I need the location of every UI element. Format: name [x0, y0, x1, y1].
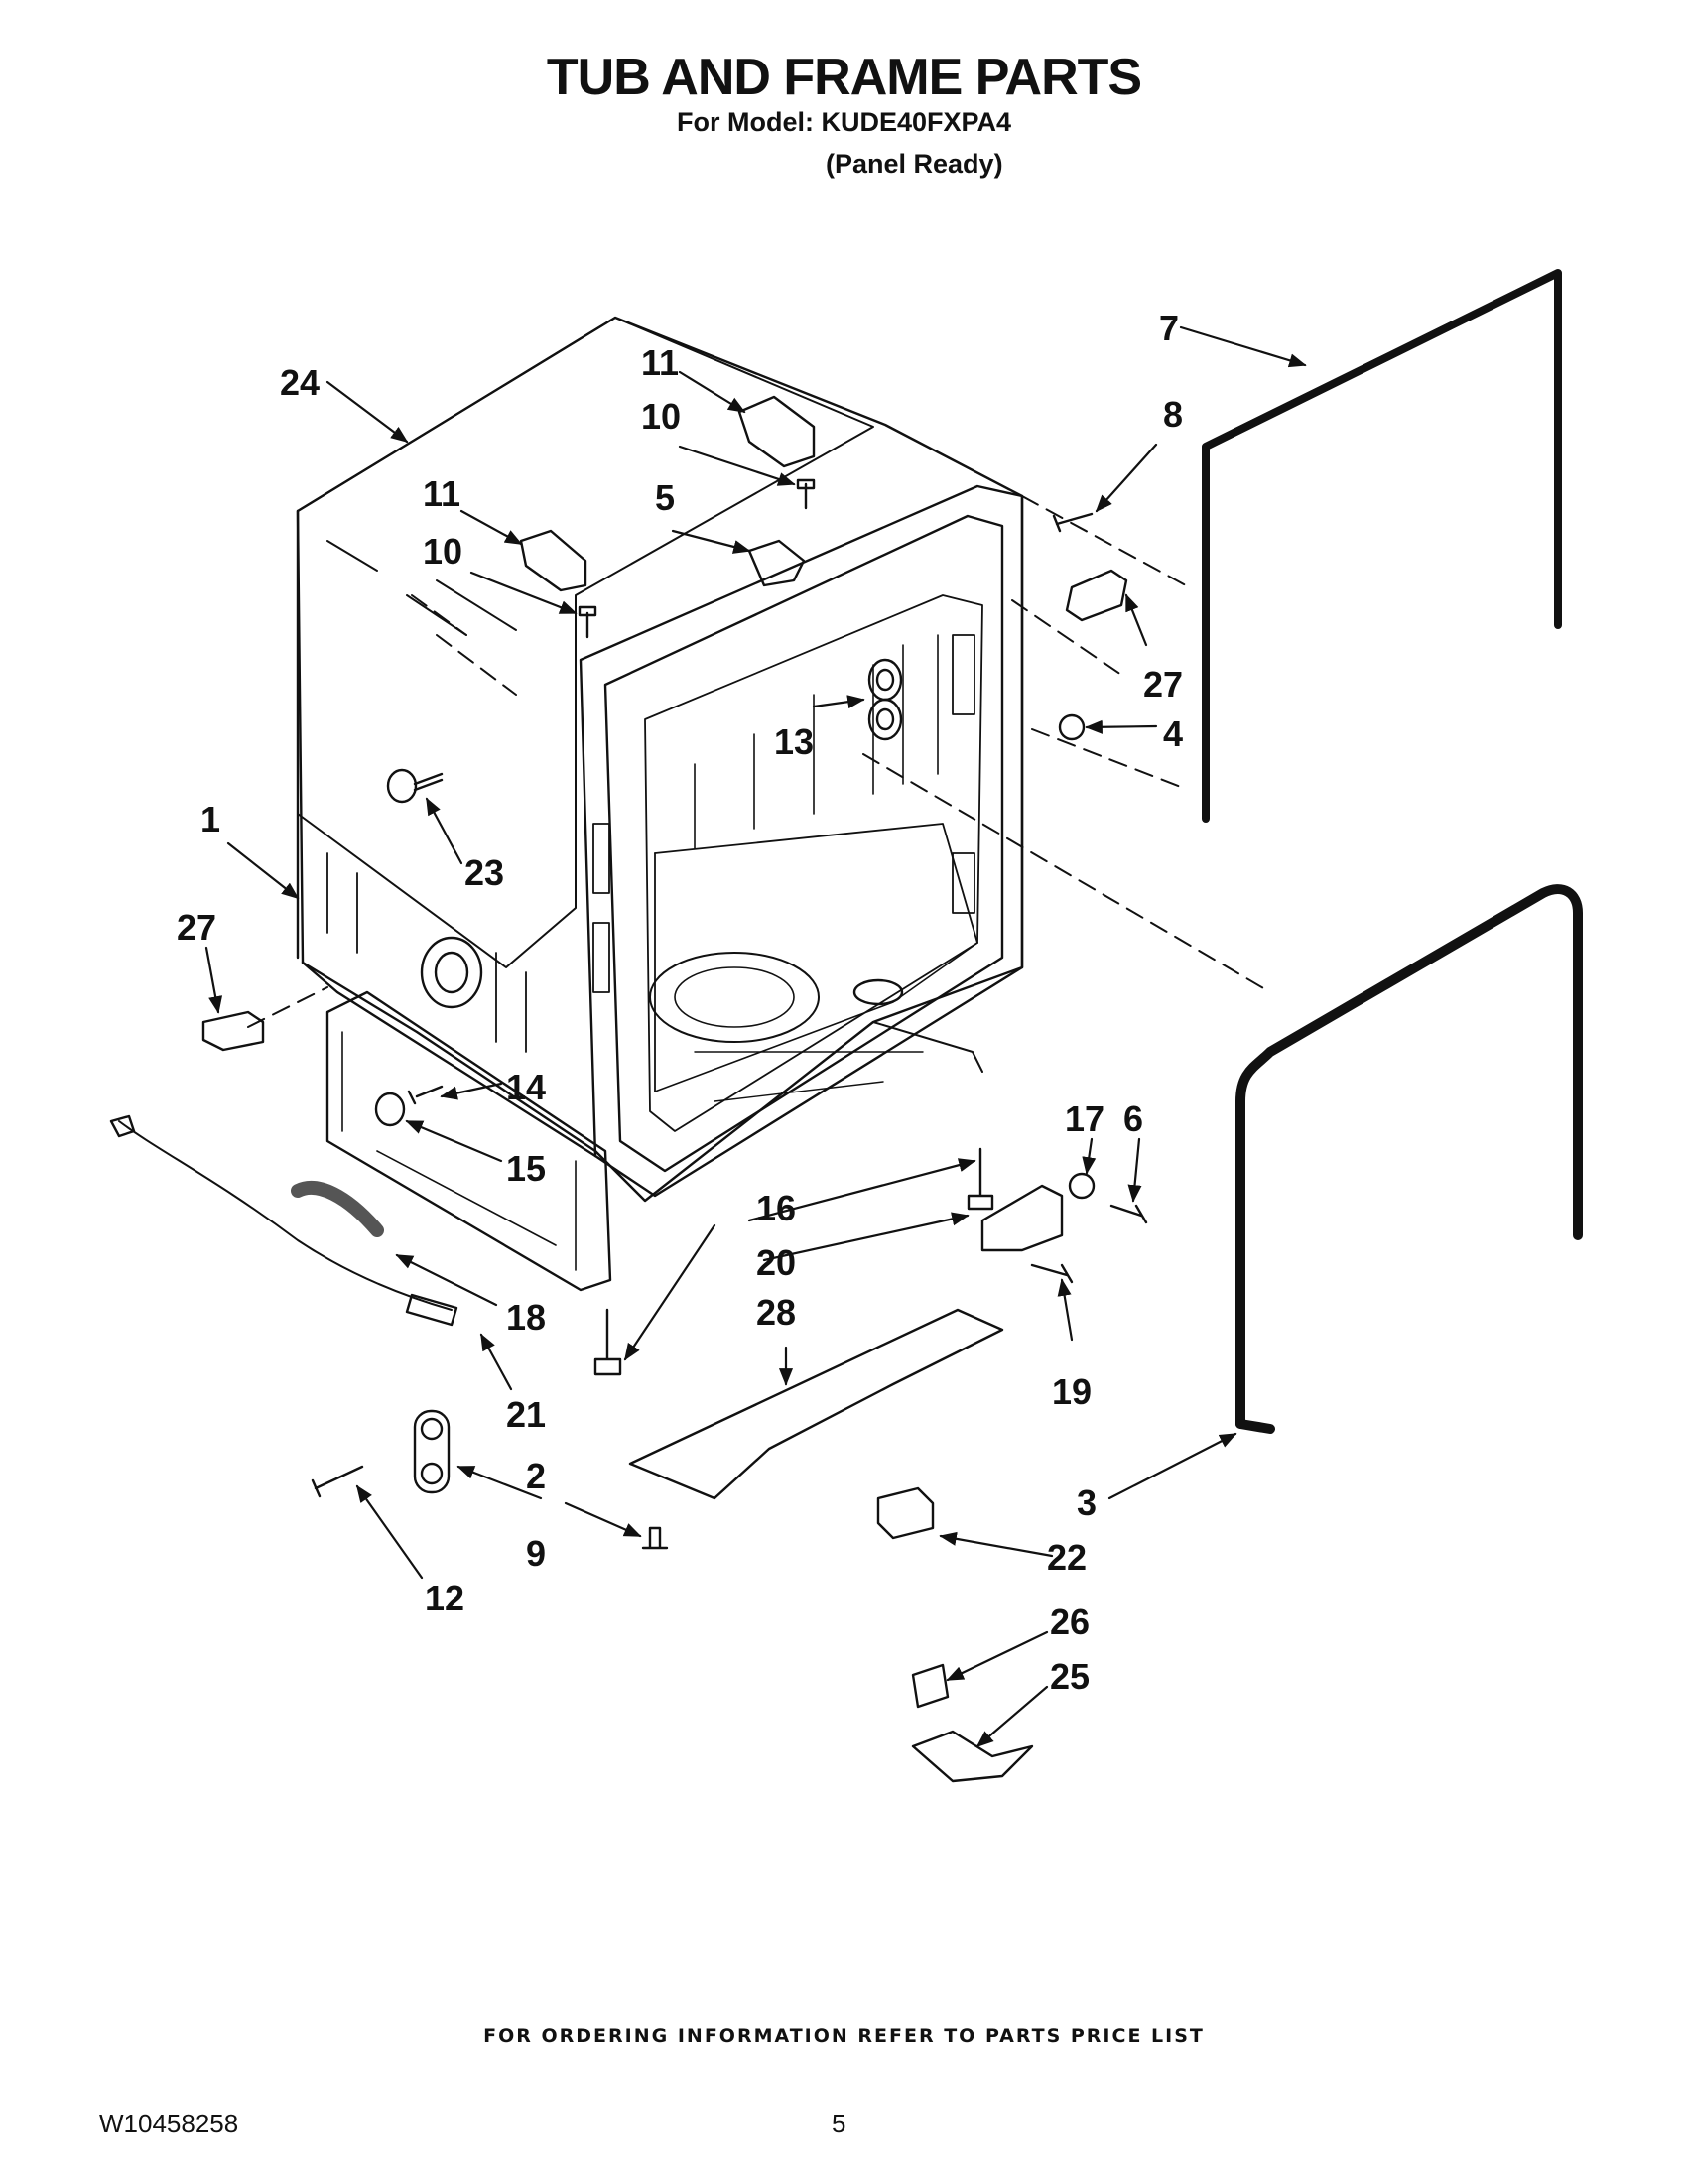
callout-18: 18 [506, 1297, 547, 1338]
tub-outer-shell [296, 316, 1024, 1203]
door-gasket-3 [1235, 884, 1583, 1429]
bracket-11-lower [519, 529, 587, 592]
page-number: 5 [832, 2109, 846, 2138]
callout-11-lower: 11 [423, 473, 461, 514]
callout-10-lower: 10 [423, 531, 463, 572]
screw-10-upper [796, 478, 816, 510]
ordering-note: FOR ORDERING INFORMATION REFER TO PARTS … [483, 2025, 1205, 2047]
bracket-25 [911, 1730, 1034, 1783]
callout-17: 17 [1065, 1098, 1105, 1139]
callout-15: 15 [506, 1148, 547, 1189]
callout-10-upper: 10 [641, 396, 682, 437]
tub-assembly [296, 316, 1024, 1292]
hose-18 [291, 1181, 384, 1237]
foot-2 [641, 1526, 669, 1550]
callout-22: 22 [1047, 1537, 1088, 1578]
callout-9: 9 [526, 1533, 547, 1574]
callout-19: 19 [1052, 1371, 1093, 1412]
push-pin-23 [386, 768, 444, 804]
block-27-right [1065, 569, 1128, 622]
callout-24: 24 [280, 362, 321, 403]
callout-20: 20 [756, 1242, 797, 1283]
callout-28: 28 [756, 1292, 797, 1333]
bracket-20 [980, 1184, 1064, 1252]
switch-22 [876, 1486, 935, 1540]
document-id: W10458258 [99, 2109, 239, 2138]
screw-10-lower [578, 605, 597, 639]
cap-26 [911, 1663, 950, 1709]
screw-8 [1052, 512, 1094, 533]
callout-5: 5 [655, 477, 676, 518]
callout-1: 1 [200, 799, 221, 839]
callout-8: 8 [1163, 394, 1184, 435]
callout-21: 21 [506, 1394, 547, 1435]
callout-23: 23 [464, 852, 505, 893]
callout-12: 12 [425, 1578, 465, 1618]
screw-14 [407, 1085, 444, 1105]
strip-7 [1202, 269, 1562, 823]
callout-25: 25 [1050, 1656, 1091, 1697]
callout-11-upper: 11 [641, 342, 680, 383]
callout-13: 13 [774, 721, 815, 762]
page-title: TUB AND FRAME PARTS [546, 49, 1142, 106]
assembly-lines [247, 495, 1271, 1028]
model-number: For Model: KUDE40FXPA4 [677, 107, 1012, 137]
screw-6 [1109, 1204, 1148, 1224]
cable-21 [118, 1120, 453, 1311]
model-variant: (Panel Ready) [826, 149, 1003, 179]
screw-12 [311, 1465, 364, 1498]
callout-14: 14 [506, 1067, 547, 1107]
callout-3: 3 [1077, 1482, 1098, 1523]
callout-27-right: 27 [1143, 664, 1184, 705]
tub-front-frame [579, 484, 1024, 1198]
plate-28 [628, 1308, 1004, 1500]
leg-16-lower [593, 1308, 622, 1376]
callout-27-left: 27 [177, 907, 217, 948]
callout-2: 2 [526, 1456, 547, 1496]
leg-16-upper [967, 1147, 994, 1211]
screw-19 [1030, 1263, 1074, 1284]
nut-17 [1068, 1172, 1096, 1200]
callout-7: 7 [1159, 308, 1180, 348]
base-bracket [325, 990, 612, 1292]
bracket-11-upper [737, 395, 816, 468]
leader-arrows [204, 325, 1307, 1748]
plug-4 [1058, 713, 1086, 741]
grommets-13 [867, 658, 903, 741]
callout-26: 26 [1050, 1602, 1091, 1642]
callout-16-upper: 16 [756, 1188, 797, 1228]
callout-4: 4 [1163, 713, 1184, 754]
grommet-15 [374, 1092, 406, 1127]
callout-6: 6 [1123, 1098, 1144, 1139]
grommet-9 [413, 1409, 451, 1494]
clip-5 [747, 539, 806, 587]
block-27-left [201, 1010, 265, 1052]
insulation-blanket [297, 317, 874, 968]
